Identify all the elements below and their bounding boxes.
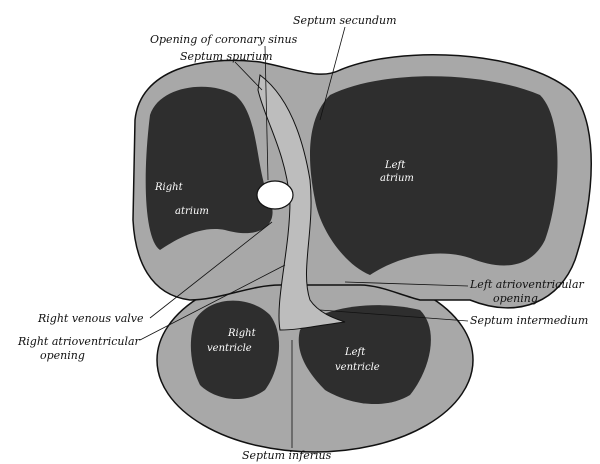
heart-illustration xyxy=(132,54,592,453)
label-right-av-opening-1: Right atrioventricular xyxy=(17,335,141,348)
leader-lines xyxy=(139,26,469,448)
label-left-ventricle-2: ventricle xyxy=(335,362,380,373)
coronary-sinus-opening xyxy=(256,180,294,210)
label-septum-intermedium: Septum intermedium xyxy=(470,314,588,327)
label-septum-inferius: Septum inferius xyxy=(242,449,332,462)
label-left-av-opening-1: Left atrioventricular xyxy=(469,278,585,291)
label-right-venous-valve: Right venous valve xyxy=(37,312,144,325)
label-left-atrium-1: Left xyxy=(384,160,406,171)
left-atrium-cavity xyxy=(310,76,558,275)
label-left-av-opening-2: opening xyxy=(493,292,538,305)
label-opening-coronary-sinus: Opening of coronary sinus xyxy=(150,33,298,46)
label-left-atrium-2: atrium xyxy=(380,173,414,184)
label-right-atrium-2: atrium xyxy=(175,206,209,217)
label-right-atrium-1: Right xyxy=(154,182,184,193)
right-atrium-cavity xyxy=(145,86,273,250)
label-right-ventricle-1: Right xyxy=(227,328,257,339)
left-ventricle-cavity xyxy=(298,305,431,405)
label-septum-spurium: Septum spurium xyxy=(180,50,273,63)
label-left-ventricle-1: Left xyxy=(344,347,366,358)
label-right-av-opening-2: opening xyxy=(40,349,85,362)
label-right-ventricle-2: ventricle xyxy=(207,343,252,354)
right-ventricle-cavity xyxy=(190,300,280,400)
label-septum-secundum: Septum secundum xyxy=(293,14,397,27)
